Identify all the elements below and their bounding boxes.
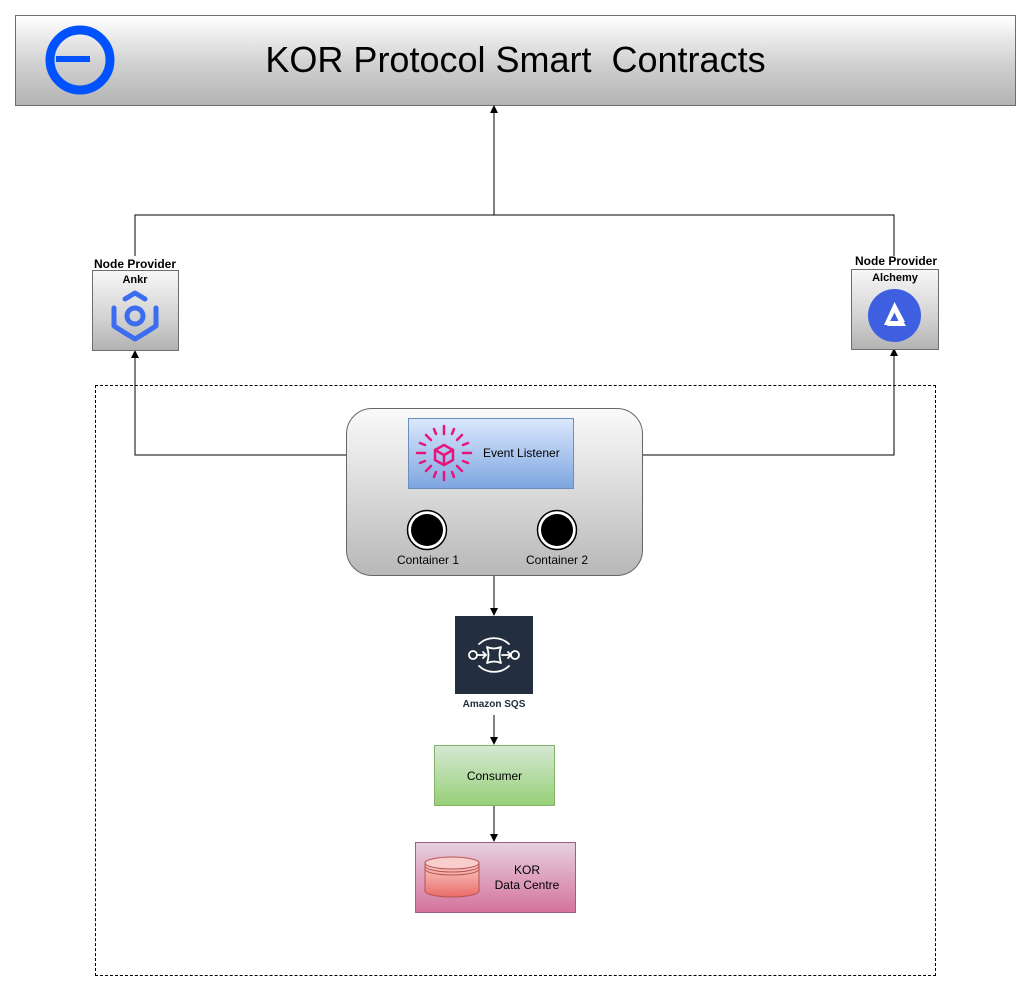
amazon-sqs-label: Amazon SQS (462, 699, 526, 710)
page-title: KOR Protocol Smart Contracts (265, 39, 766, 80)
header-banner (15, 15, 1016, 106)
event-listener-icon (414, 423, 474, 483)
amazon-sqs-icon (455, 616, 533, 694)
consumer-box: Consumer (434, 745, 555, 806)
ankr-provider-role: Node Provider (94, 257, 177, 271)
kor-logo-icon (44, 24, 116, 96)
alchemy-provider-role: Node Provider (855, 254, 938, 268)
container-1-label: Container 1 (396, 553, 460, 567)
consumer-label: Consumer (466, 768, 523, 783)
system-boundary (95, 385, 936, 976)
container-2-label: Container 2 (525, 553, 589, 567)
kor-data-centre-label: KOR Data Centre (480, 863, 574, 893)
ankr-provider-name: Ankr (122, 274, 148, 286)
alchemy-provider-name: Alchemy (872, 272, 918, 284)
container-1-icon (406, 509, 448, 551)
amazon-sqs-box (455, 616, 533, 694)
container-2-icon (536, 509, 578, 551)
alchemy-logo-icon (867, 288, 922, 343)
database-icon (424, 856, 481, 898)
kor-data-centre-line2: Data Centre (494, 878, 560, 892)
event-listener-label: Event Listener (483, 446, 560, 460)
kor-data-centre-line1: KOR (513, 863, 540, 877)
ankr-logo-icon (108, 289, 162, 345)
